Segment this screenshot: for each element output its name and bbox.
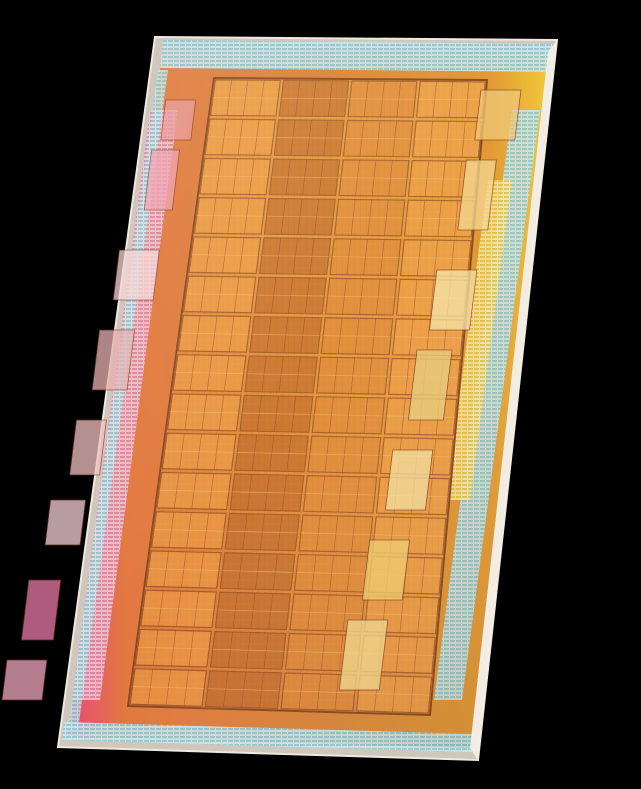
peripheral-block — [44, 499, 87, 546]
peripheral-block — [69, 419, 107, 476]
die-edge-highlight — [470, 40, 557, 760]
die-shine — [68, 48, 548, 748]
peripheral-block — [1, 659, 48, 701]
peripheral-block — [20, 579, 62, 641]
